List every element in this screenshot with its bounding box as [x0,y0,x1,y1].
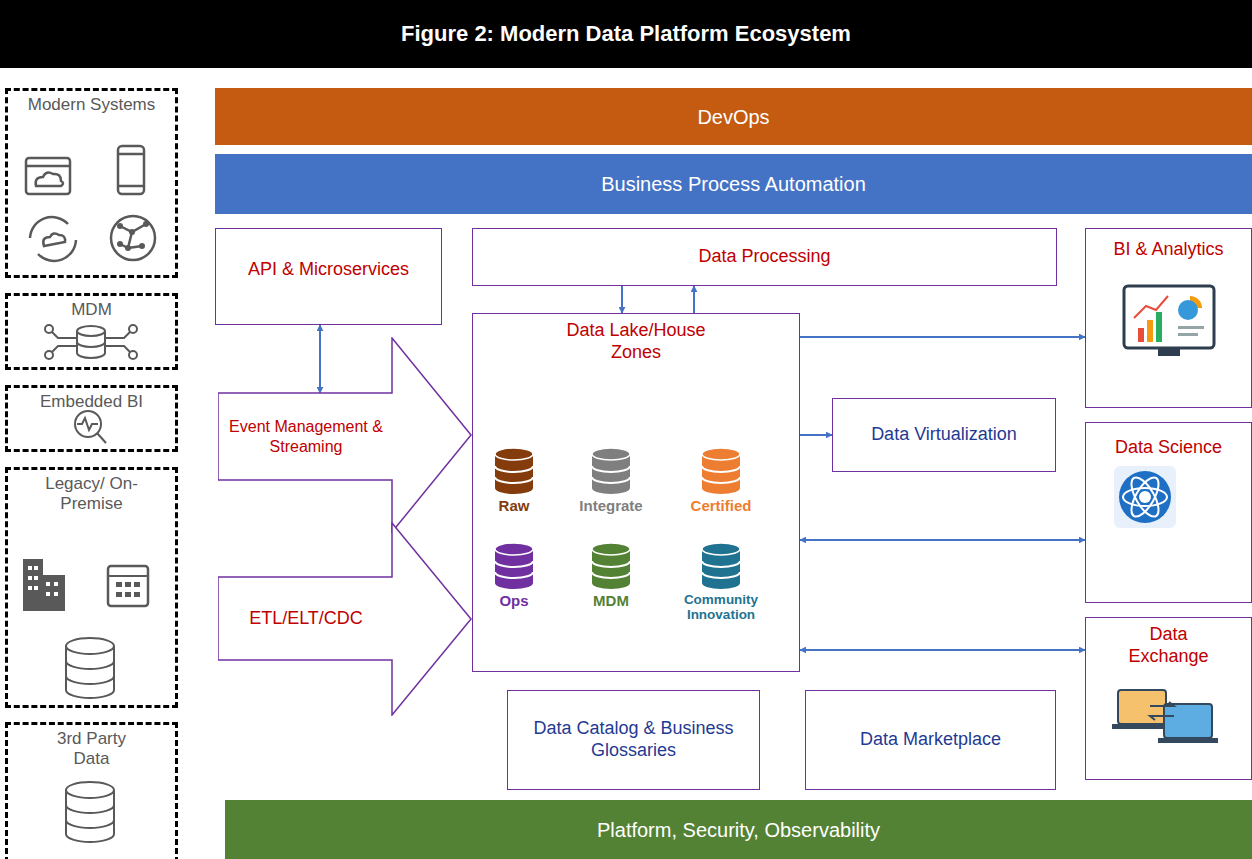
node-label: Business Process Automation [601,172,866,196]
node-label: Data Virtualization [871,424,1017,446]
figure-title: Figure 2: Modern Data Platform Ecosystem [401,21,851,47]
flow-connector [693,286,695,313]
source-box: Embedded BI [5,385,178,452]
cylinder-icon [479,541,549,591]
node-label: BI & Analytics [1113,239,1223,261]
legacy-icons [24,560,148,842]
source-box: MDM [5,293,178,370]
zone-store: Ops [479,541,549,616]
zone-store: Community Innovation [666,541,776,641]
zone-label: Integrate [579,498,642,515]
node-label: Platform, Security, Observability [597,818,880,842]
cylinder-icon [666,446,776,496]
zone-label: Certified [691,498,752,515]
layer-band: DevOps [215,88,1252,145]
flow-connector [800,434,832,436]
cylinder-icon [563,541,659,591]
layer-band: Business Process Automation [215,154,1252,214]
node-label: Modern Systems [28,95,156,115]
node-label: Event Management & Streaming [222,417,390,455]
consumer-box: Data Exchange [1085,617,1252,780]
node-label: Data Lake/House Zones [556,320,716,363]
node-label: ETL/ELT/CDC [249,608,363,630]
node-label: Embedded BI [40,392,143,412]
modern-icons [26,146,155,261]
data-science-icon [1114,466,1176,528]
zone-label: Ops [499,593,528,610]
node-label: Data Processing [698,246,830,268]
flow-connector [800,649,1085,651]
layer-band: Platform, Security, Observability [225,800,1252,859]
arrow-label-area: ETL/ELT/CDC [222,577,390,660]
mdm-icon [45,325,137,359]
node-label: Data Catalog & Business Glossaries [514,718,753,761]
cylinder-icon [666,541,776,591]
node-label: Data Science [1115,437,1222,459]
service-box: API & Microservices [215,228,442,325]
node-label: Data Exchange [1114,624,1224,667]
node-label: DevOps [697,105,769,129]
zone-store: Integrate [563,446,659,521]
zone-label: MDM [593,593,629,610]
data-exchange-icon [1112,690,1218,743]
ingest-arrow: ETL/ELT/CDC [218,522,472,716]
node-label: API & Microservices [248,259,409,281]
flow-connector [800,539,1085,541]
node-label: Data Marketplace [860,729,1001,751]
source-box: Legacy/ On-Premise [5,467,178,708]
flow-connector [800,336,1085,338]
zone-store: Certified [666,446,776,521]
embedded-bi-icon [75,411,106,443]
process-box: Data Processing [472,228,1057,286]
cylinder-icon [479,446,549,496]
marketplace-box: Data Marketplace [805,690,1056,790]
node-label: 3rd Party Data [47,729,137,770]
consumer-box: BI & Analytics [1085,228,1252,408]
catalog-box: Data Catalog & Business Glossaries [507,690,760,790]
node-label: MDM [71,300,112,320]
ingest-arrow: Event Management & Streaming [218,337,472,533]
title-bar: Figure 2: Modern Data Platform Ecosystem [0,0,1252,68]
flow-connector [319,325,321,393]
zone-label: Raw [499,498,530,515]
source-box: 3rd Party Data [5,722,178,859]
cylinder-icon [563,446,659,496]
bi-chart-icon [1124,286,1214,356]
consumer-box: Data Science [1085,422,1252,603]
lake-box: Data Lake/House ZonesRaw Integrate Certifi… [472,313,800,672]
zone-store: Raw [479,446,549,521]
arrow-label-area: Event Management & Streaming [222,393,390,480]
flow-connector [621,286,623,313]
zone-label: Community Innovation [666,593,776,623]
virtualization-box: Data Virtualization [832,398,1056,472]
zone-store: MDM [563,541,659,616]
source-box: Modern Systems [5,88,178,278]
node-label: Legacy/ On-Premise [37,474,147,515]
